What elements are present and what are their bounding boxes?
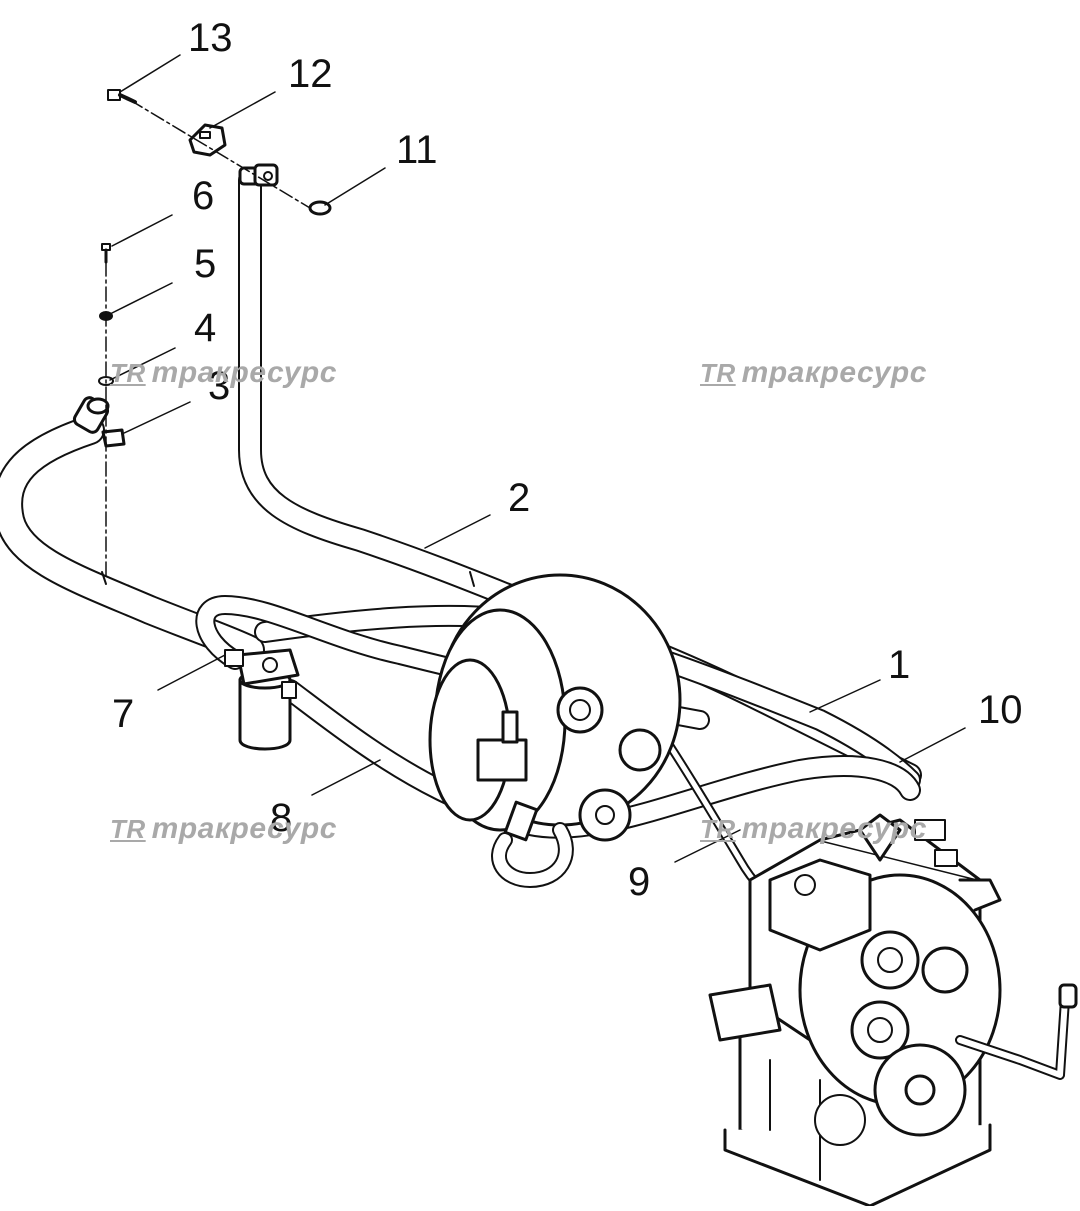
callout-2: 2 bbox=[508, 476, 531, 520]
callout-9: 9 bbox=[628, 860, 651, 904]
callout-4: 4 bbox=[194, 306, 217, 350]
filter-7 bbox=[224, 648, 300, 751]
watermark-logo: TR bbox=[110, 814, 146, 844]
callout-3: 3 bbox=[208, 364, 231, 408]
callout-8: 8 bbox=[270, 796, 293, 840]
watermark-logo: TR bbox=[700, 814, 736, 844]
callout-5: 5 bbox=[194, 242, 217, 286]
clamp-3 bbox=[101, 428, 126, 448]
elbow-fitting bbox=[238, 163, 279, 187]
transmission bbox=[708, 813, 1078, 1208]
callout-12: 12 bbox=[288, 52, 333, 96]
leader-lines bbox=[109, 54, 966, 863]
callout-11: 11 bbox=[396, 128, 438, 172]
assembly-axes bbox=[105, 99, 311, 581]
callout-7: 7 bbox=[112, 692, 135, 736]
watermark-text: тракресурс bbox=[741, 812, 927, 845]
watermark-text: тракресурс bbox=[151, 356, 337, 389]
callout-10: 10 bbox=[978, 688, 1023, 732]
watermark-logo: TR bbox=[110, 358, 146, 388]
callout-6: 6 bbox=[192, 174, 215, 218]
watermark-text: тракресурс bbox=[151, 812, 337, 845]
pump-housing bbox=[428, 573, 682, 888]
watermark-logo: TR bbox=[700, 358, 736, 388]
callout-13: 13 bbox=[188, 16, 233, 60]
bolt-6 bbox=[101, 243, 111, 264]
callout-1: 1 bbox=[888, 643, 911, 687]
watermark-text: тракресурс bbox=[741, 356, 927, 389]
clamp-12 bbox=[188, 123, 227, 157]
